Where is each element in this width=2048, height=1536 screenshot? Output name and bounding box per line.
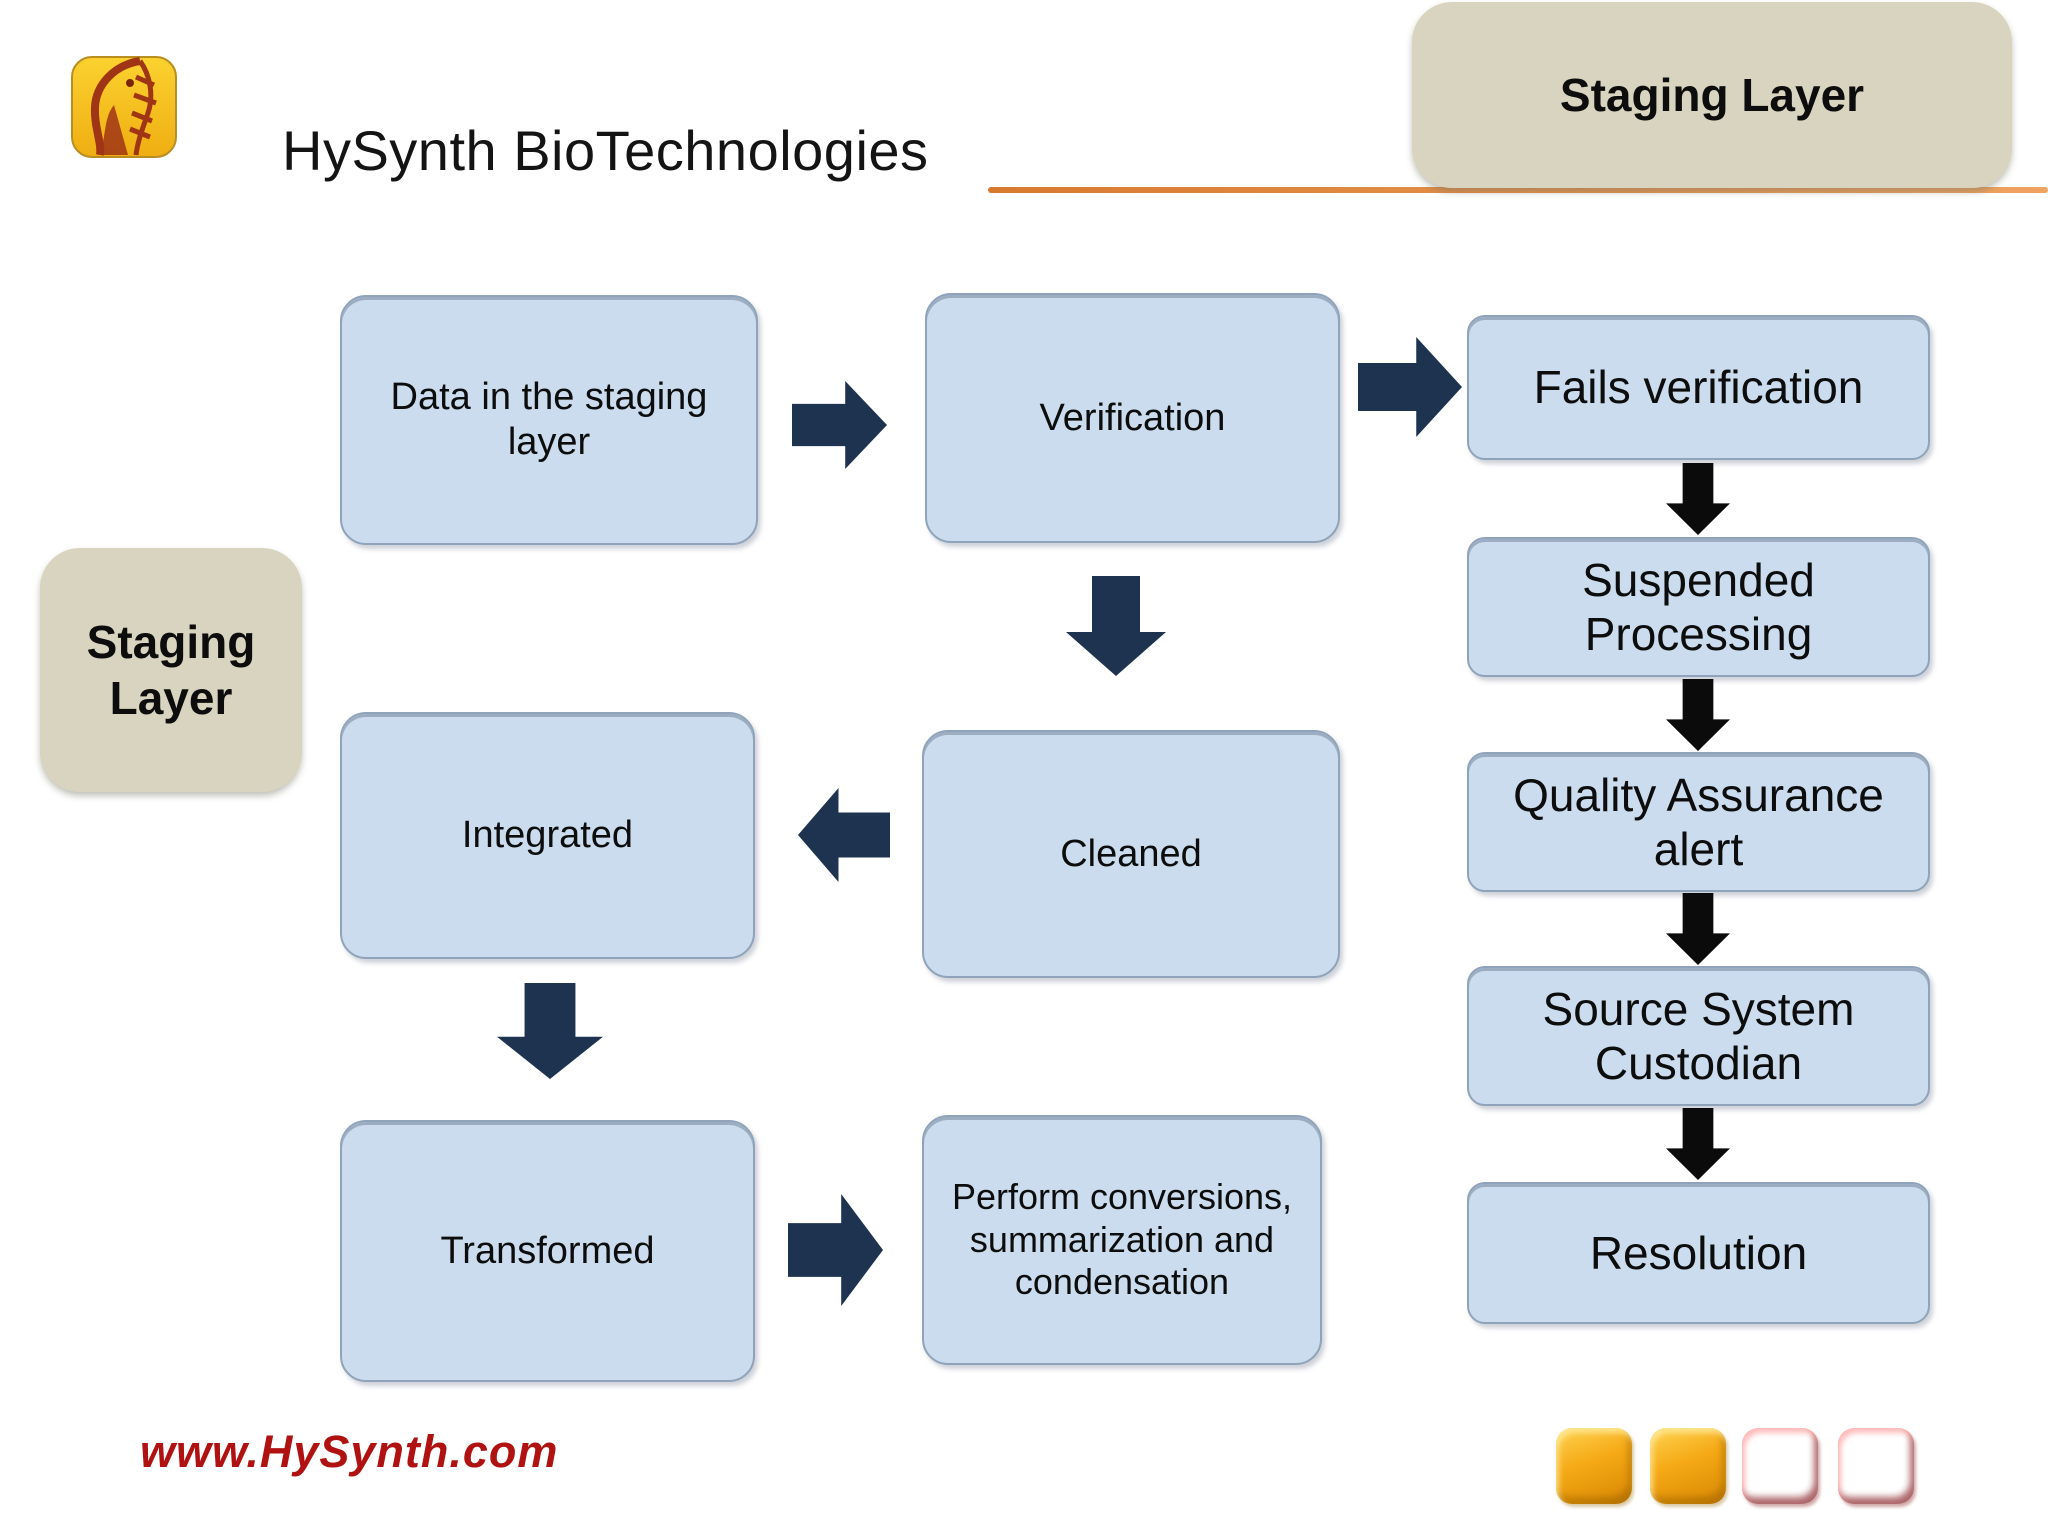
orange-square-icon — [1650, 1428, 1726, 1504]
arrow-source-to-resolution-icon — [1666, 1108, 1730, 1180]
node-quality-assurance-alert: Quality Assurance alert — [1467, 752, 1930, 892]
arrow-data-to-verification-icon — [792, 381, 887, 469]
arrow-integrated-to-transformed-icon — [497, 983, 603, 1079]
page-title: HySynth BioTechnologies — [282, 119, 929, 182]
arrow-quality-to-source-icon — [1666, 893, 1730, 965]
arrow-transformed-to-perform-icon — [788, 1194, 883, 1306]
node-cleaned: Cleaned — [922, 730, 1340, 978]
red-square-icon — [1838, 1428, 1914, 1504]
node-data-staging: Data in the staging layer — [340, 295, 758, 545]
node-perform-conversions: Perform conversions, summarization and c… — [922, 1115, 1322, 1365]
node-source-system-custodian: Source System Custodian — [1467, 966, 1930, 1106]
node-fails-verification: Fails verification — [1467, 315, 1930, 460]
horse-logo-icon — [71, 56, 177, 158]
staging-layer-top-badge: Staging Layer — [1412, 2, 2012, 188]
node-integrated: Integrated — [340, 712, 755, 959]
arrow-fails-to-suspended-icon — [1666, 463, 1730, 535]
website-link[interactable]: www.HySynth.com — [140, 1426, 559, 1477]
red-square-icon — [1742, 1428, 1818, 1504]
arrow-cleaned-to-integrated-icon — [798, 788, 890, 882]
arrow-suspended-to-quality-icon — [1666, 679, 1730, 751]
arrow-verification-to-cleaned-icon — [1066, 576, 1166, 676]
node-transformed: Transformed — [340, 1120, 755, 1382]
node-suspended-processing: Suspended Processing — [1467, 537, 1930, 677]
staging-layer-left-badge: Staging Layer — [40, 548, 302, 792]
arrow-verification-to-fails-icon — [1358, 337, 1462, 437]
orange-square-icon — [1556, 1428, 1632, 1504]
title-underline — [988, 187, 2048, 193]
node-verification: Verification — [925, 293, 1340, 543]
node-resolution: Resolution — [1467, 1182, 1930, 1324]
